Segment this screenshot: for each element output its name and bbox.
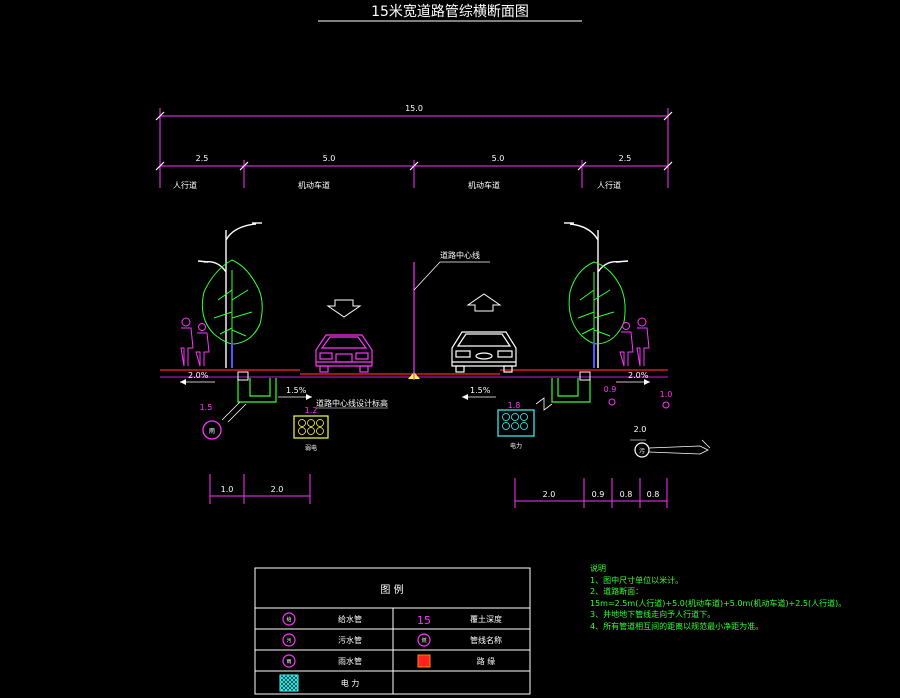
power-duct-label: 电力 — [510, 442, 522, 450]
lane-label-left-road: 机动车道 — [298, 180, 330, 190]
tree-right-icon — [568, 261, 626, 368]
gas-pipe-icon — [608, 398, 616, 406]
bottom-dim-right-3: 0.8 — [620, 490, 633, 499]
sewer-legend-icon — [282, 633, 296, 647]
legend-sym-1: 给 — [286, 616, 291, 623]
bottom-dim-right-1: 2.0 — [543, 490, 556, 499]
dim-seg-3: 5.0 — [492, 154, 505, 163]
bottom-dims-left — [209, 474, 311, 504]
curb-right-icon — [551, 378, 591, 403]
tree-left-icon — [201, 259, 263, 368]
rain-pipe-connector — [221, 401, 241, 421]
sewer-pipe-icon — [634, 442, 650, 458]
centerline-leader — [413, 261, 490, 291]
water-supply-icon — [282, 612, 296, 626]
break-mark — [535, 397, 553, 411]
street-lamp-right-icon — [564, 222, 629, 368]
bottom-dim-left-1: 1.0 — [221, 485, 234, 494]
notes-line-3: 15m=2.5m(人行道)+5.0(机动车道)+5.0m(机动车道)+2.5(人… — [590, 598, 847, 608]
curb-left-stone — [237, 371, 249, 381]
legend-label-1: 给水管 — [338, 614, 362, 624]
slope-arrowhead-right-road — [462, 394, 468, 400]
drawing-title: 15米宽道路管综横断面图 — [371, 3, 529, 20]
sewer-pipe-symbol: 污 — [639, 447, 645, 455]
dim-seg-1: 2.5 — [196, 154, 209, 163]
dim-seg-4: 2.5 — [619, 154, 632, 163]
legend-right-label-3: 路 缘 — [477, 656, 496, 666]
dim-total: 15.0 — [405, 104, 423, 113]
car-right-icon — [451, 331, 517, 373]
water-pipe-icon — [662, 401, 670, 409]
legend-sym-3: 雨 — [286, 659, 291, 665]
design-elevation-label: 道路中心线设计标高 — [316, 398, 388, 408]
power-duct-size: 1.8 — [508, 401, 521, 410]
dim-seg-2: 5.0 — [323, 154, 336, 163]
sewer-pipe-size: 2.0 — [634, 425, 647, 434]
notes-heading: 说明 — [590, 564, 606, 573]
street-lamp-left-icon — [197, 222, 262, 368]
up-arrow-icon — [466, 293, 502, 312]
centerline-label: 道路中心线 — [440, 250, 480, 260]
rain-pipe-size: 1.5 — [200, 403, 213, 412]
notes-panel: 说明 1、图中尺寸单位以米计。 2、道路断面： 15m=2.5m(人行道)+5.… — [590, 563, 895, 632]
slope-arrowhead-right-walk — [644, 379, 650, 385]
comm-duct-label: 弱电 — [305, 444, 317, 452]
legend-label-3: 雨水管 — [338, 656, 362, 666]
pedestrians-left-icon — [180, 317, 210, 367]
down-arrow-icon — [326, 299, 362, 318]
notes-line-4: 3、井地地下管线走向予人行道下。 — [590, 610, 716, 619]
rain-pipe-connector-2 — [227, 403, 247, 423]
power-legend-icon — [279, 674, 299, 692]
curb-right-stone — [579, 371, 591, 381]
sewer-connection-line — [648, 445, 709, 455]
power-duct-bank — [497, 409, 535, 437]
lane-label-left-walk: 人行道 — [173, 180, 197, 190]
rain-pipe-icon — [202, 420, 222, 440]
slope-right-walk: 2.0% — [628, 371, 649, 380]
slope-right-road: 1.5% — [470, 386, 491, 395]
bottom-dim-right-4: 0.8 — [647, 490, 660, 499]
bottom-dims-right — [514, 478, 668, 508]
slope-arrowhead-left-walk — [180, 379, 186, 385]
sewer-break — [701, 439, 711, 449]
legend-right-sym-2: 燃 — [421, 637, 426, 644]
legend-grid — [254, 567, 531, 695]
notes-line-1: 1、图中尺寸单位以米计。 — [590, 575, 684, 585]
curb-left-icon — [237, 378, 277, 403]
legend-right-label-1: 覆土深度 — [470, 614, 502, 624]
lane-label-right-road: 机动车道 — [468, 180, 500, 190]
slope-left-road: 1.5% — [286, 386, 307, 395]
legend-right-sym-1: 15 — [417, 614, 431, 627]
power-conduits — [502, 413, 528, 430]
notes-line-5: 4、所有管道相互间的距离以规范最小净距为准。 — [590, 621, 764, 631]
curb-legend-icon — [417, 654, 431, 668]
dimension-ticks — [155, 111, 673, 171]
legend-label-4: 电 力 — [341, 678, 360, 688]
legend-right-label-2: 管线名称 — [470, 635, 502, 645]
notes-line-2: 2、道路断面： — [590, 587, 644, 596]
comm-duct-bank — [293, 415, 329, 439]
pipe-name-legend-icon — [417, 633, 431, 647]
comm-conduits — [298, 419, 324, 435]
pedestrians-right-icon — [619, 317, 650, 367]
bottom-dim-right-2: 0.9 — [592, 490, 605, 499]
slope-left-walk: 2.0% — [188, 371, 209, 380]
rain-legend-icon — [282, 654, 296, 668]
bottom-dim-left-2: 2.0 — [271, 485, 284, 494]
rain-pipe-symbol: 雨 — [209, 428, 215, 435]
car-left-icon — [315, 334, 373, 373]
slope-arrowhead-left-road — [306, 394, 312, 400]
dimension-lines — [159, 108, 669, 188]
legend-label-2: 污水管 — [338, 635, 362, 645]
legend-title: 图 例 — [380, 583, 403, 596]
legend-sym-2: 污 — [286, 637, 291, 644]
water-pipe-size: 1.0 — [660, 390, 673, 399]
comm-duct-size: 1.2 — [305, 406, 318, 415]
gas-pipe-size: 0.9 — [604, 385, 617, 394]
lane-label-right-walk: 人行道 — [597, 180, 621, 190]
